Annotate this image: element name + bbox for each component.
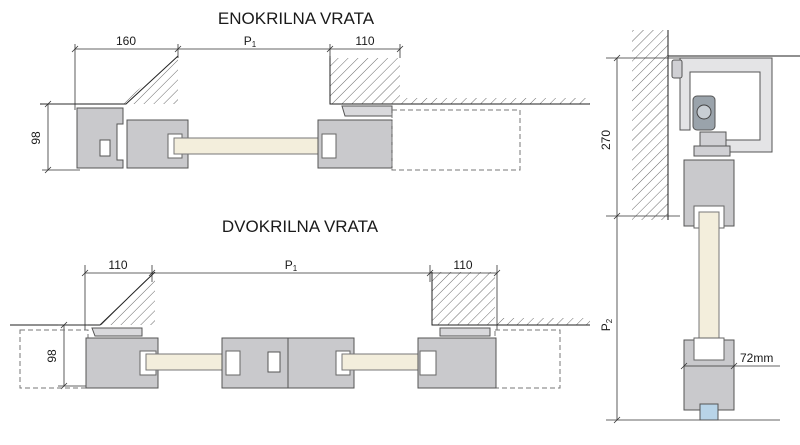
single-glass-panel (173, 137, 327, 155)
single-dim-height: 98 (29, 131, 43, 145)
section-track-housing (679, 57, 773, 153)
single-dim-left: 160 (116, 34, 136, 48)
single-door-title: ENOKRILNA VRATA (218, 9, 375, 28)
double-door-plan: DVOKRILNA VRATA 110 P1 110 9 (10, 217, 590, 390)
single-right-wall-hatch (330, 58, 590, 104)
double-right-leaf-open-outline (494, 329, 561, 389)
double-right-glass-panel (341, 353, 431, 371)
single-door-plan: ENOKRILNA VRATA 160 P1 110 (29, 9, 590, 174)
double-dim-opening: P1 (285, 258, 298, 273)
single-rail (341, 105, 393, 117)
double-dim-height: 98 (45, 349, 59, 363)
section-ceiling-hatch (632, 30, 668, 220)
double-height-dimension (58, 321, 88, 390)
section-dim-thickness: 72mm (740, 351, 773, 365)
single-leaf-open-outline (391, 109, 521, 171)
single-left-wall-hatch (40, 58, 178, 104)
double-left-glass-panel (145, 353, 235, 371)
single-right-wall (329, 56, 345, 105)
section-ceiling (667, 30, 800, 57)
double-dim-left: 110 (108, 258, 127, 272)
double-dim-right: 110 (453, 258, 472, 272)
double-dimension-line (81, 265, 501, 330)
double-right-rail (439, 327, 491, 337)
single-dimension-line (71, 44, 404, 110)
double-right-wall-hatch (432, 272, 590, 325)
single-dim-opening: P1 (244, 34, 257, 49)
double-door-title: DVOKRILNA VRATA (222, 217, 379, 236)
double-left-wall-hatch (10, 272, 155, 325)
section-dim-height: P2 (599, 318, 614, 331)
section-glass-panel (698, 211, 720, 351)
vertical-section: 270 P2 72mm (599, 30, 800, 424)
double-right-wall (431, 272, 590, 326)
double-left-rail (91, 327, 143, 337)
section-dim-top: 270 (599, 130, 613, 150)
section-dim-thickness-lines (680, 362, 780, 370)
single-dim-right: 110 (355, 34, 374, 48)
double-left-wall (10, 271, 156, 326)
section-dim-p2-lines (606, 216, 780, 424)
section-floor-guide (699, 403, 719, 421)
single-left-frame (76, 107, 124, 169)
single-height-dimension (42, 100, 80, 174)
